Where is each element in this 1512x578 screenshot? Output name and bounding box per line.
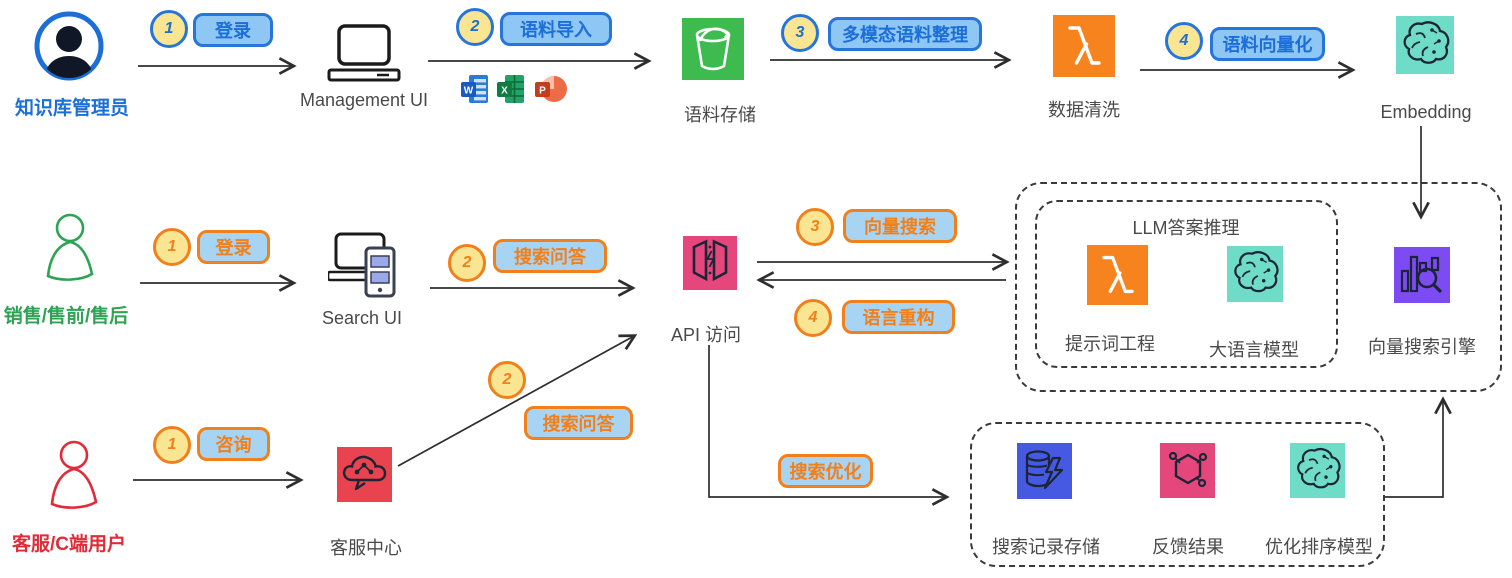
actor-customer-label: 客服/C端用户: [11, 534, 127, 555]
svg-text:P: P: [539, 86, 546, 97]
step-badge-r2s3: 3: [796, 208, 834, 246]
contact-center-icon: [337, 447, 392, 502]
step-pill-consult: 咨询: [197, 427, 270, 461]
llm-inference-box: [1035, 200, 1338, 368]
hexagon-network-icon-feedback: [1160, 443, 1215, 498]
corpus-storage-label: 语料存储: [684, 105, 756, 125]
llm-inference-title: LLM答案推理: [1132, 218, 1240, 238]
brain-icon-llm-model: [1227, 246, 1283, 302]
llm-outer-group-box: [1015, 182, 1502, 392]
sales-person-icon: [40, 212, 104, 293]
llm-model-label: 大语言模型: [1209, 340, 1299, 360]
step-pill-search-optimize: 搜索优化: [778, 454, 873, 488]
api-access-label: API 访问: [670, 325, 742, 345]
step-pill-login-sales: 登录: [197, 230, 270, 264]
step-badge-r1s2: 2: [456, 8, 494, 46]
vector-engine-label: 向量搜索引擎: [1368, 337, 1476, 357]
management-ui-computer-icon: [327, 24, 401, 89]
arrow-optimization-box-to-llm-group: [1385, 400, 1443, 498]
excel-icon: X: [497, 75, 524, 103]
prompt-engineering-label: 提示词工程: [1065, 334, 1155, 354]
search-log-storage-label: 搜索记录存储: [992, 537, 1100, 557]
step-pill-search-qa: 搜索问答: [493, 239, 607, 273]
embedding-label: Embedding: [1380, 102, 1472, 122]
actor-sales-label: 销售/售前/售后: [3, 306, 129, 327]
step-pill-login-admin: 登录: [193, 13, 273, 47]
step-pill-language-rebuild: 语言重构: [842, 300, 955, 334]
database-icon-search-log: [1017, 443, 1072, 499]
step-pill-search-qa-2: 搜索问答: [524, 406, 633, 440]
ranking-model-label: 优化排序模型: [1265, 537, 1373, 557]
step-badge-r1s1: 1: [150, 10, 188, 48]
step-badge-r1s3: 3: [781, 14, 819, 52]
s3-bucket-icon: [682, 18, 744, 80]
word-icon: W: [461, 75, 488, 103]
step-pill-vector-search: 向量搜索: [843, 209, 957, 243]
step-badge-r2s1: 1: [153, 228, 191, 266]
api-gateway-icon: [683, 236, 737, 290]
step-pill-corpus-import: 语料导入: [500, 12, 612, 46]
contact-center-label: 客服中心: [330, 538, 402, 558]
lambda-icon-prompt-engineering: [1087, 245, 1148, 305]
actor-admin-label: 知识库管理员: [14, 98, 130, 119]
step-pill-multimodal-corpus: 多模态语料整理: [828, 17, 982, 51]
svg-text:W: W: [464, 86, 474, 97]
opensearch-icon: [1394, 247, 1450, 303]
office-doc-icons: W X P: [461, 74, 571, 113]
customer-person-icon: [44, 438, 108, 521]
step-badge-r1s4: 4: [1165, 22, 1203, 60]
feedback-result-label: 反馈结果: [1152, 537, 1224, 557]
step-pill-corpus-vectorize: 语料向量化: [1210, 27, 1325, 61]
admin-person-icon: [32, 9, 106, 88]
step-badge-r2s4: 4: [794, 299, 832, 337]
lambda-icon-data-cleaning: [1053, 15, 1115, 77]
search-ui-device-icon: [326, 232, 404, 307]
brain-icon-ranking-model: [1290, 443, 1345, 498]
arrow-contact-center-to-api: [397, 336, 634, 467]
data-cleaning-label: 数据清洗: [1048, 100, 1120, 120]
search-ui-label: Search UI: [321, 308, 403, 328]
step-badge-r3s2: 2: [488, 361, 526, 399]
powerpoint-icon: P: [535, 76, 567, 102]
step-badge-r2s2: 2: [448, 244, 486, 282]
management-ui-label: Management UI: [299, 90, 429, 110]
svg-text:X: X: [501, 86, 508, 97]
search-optimization-box: [970, 422, 1385, 567]
step-badge-r3s1: 1: [153, 426, 191, 464]
arrow-api-to-optimization-box: [708, 345, 946, 497]
brain-icon-embedding: [1396, 16, 1454, 74]
